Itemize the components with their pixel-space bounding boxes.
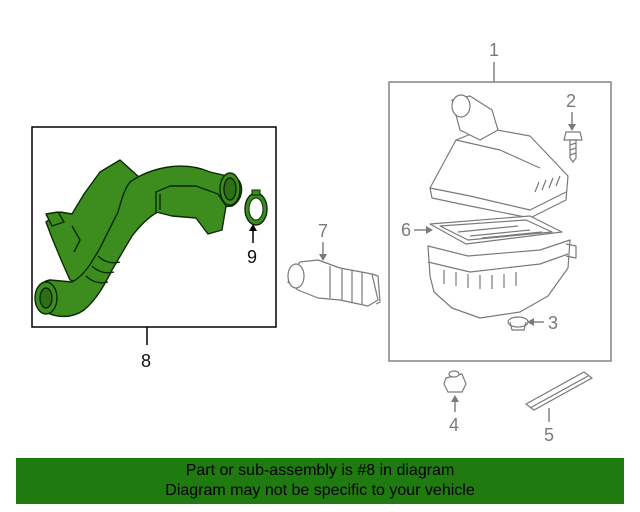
callout-1: 1 — [489, 40, 500, 60]
callout-3-arrowhead — [527, 318, 534, 326]
callout-2: 2 — [566, 91, 577, 111]
bolt-part[interactable] — [563, 131, 583, 163]
seal-part[interactable] — [524, 371, 594, 411]
highlight-notice-banner: Part or sub-assembly is #8 in diagram Di… — [16, 458, 624, 504]
insulator-part[interactable] — [443, 370, 467, 393]
air-tube-assembly-part[interactable] — [34, 159, 243, 317]
callout-5: 5 — [544, 425, 555, 445]
callout-9-arrowhead — [249, 224, 257, 231]
callout-6-arrowhead — [426, 226, 433, 234]
callout-4-arrowhead — [451, 395, 459, 402]
clamp-part[interactable] — [244, 189, 268, 226]
grommet-part[interactable] — [507, 316, 529, 331]
air-hose-part[interactable] — [287, 259, 381, 307]
callout-7: 7 — [318, 221, 329, 241]
callout-4: 4 — [449, 415, 460, 435]
notice-line-1: Part or sub-assembly is #8 in diagram — [185, 462, 455, 479]
notice-line-2: Diagram may not be specific to your vehi… — [165, 482, 475, 499]
callout-7-arrowhead — [319, 254, 327, 261]
callout-8: 8 — [141, 351, 152, 371]
assembly-8-frame — [31, 126, 277, 328]
callout-2-arrowhead — [568, 124, 576, 131]
assembly-1-frame — [388, 81, 612, 362]
callout-6: 6 — [401, 220, 412, 240]
callout-9: 9 — [247, 247, 258, 267]
air-cleaner-assembly-part[interactable] — [427, 94, 577, 319]
callout-3: 3 — [548, 313, 559, 333]
